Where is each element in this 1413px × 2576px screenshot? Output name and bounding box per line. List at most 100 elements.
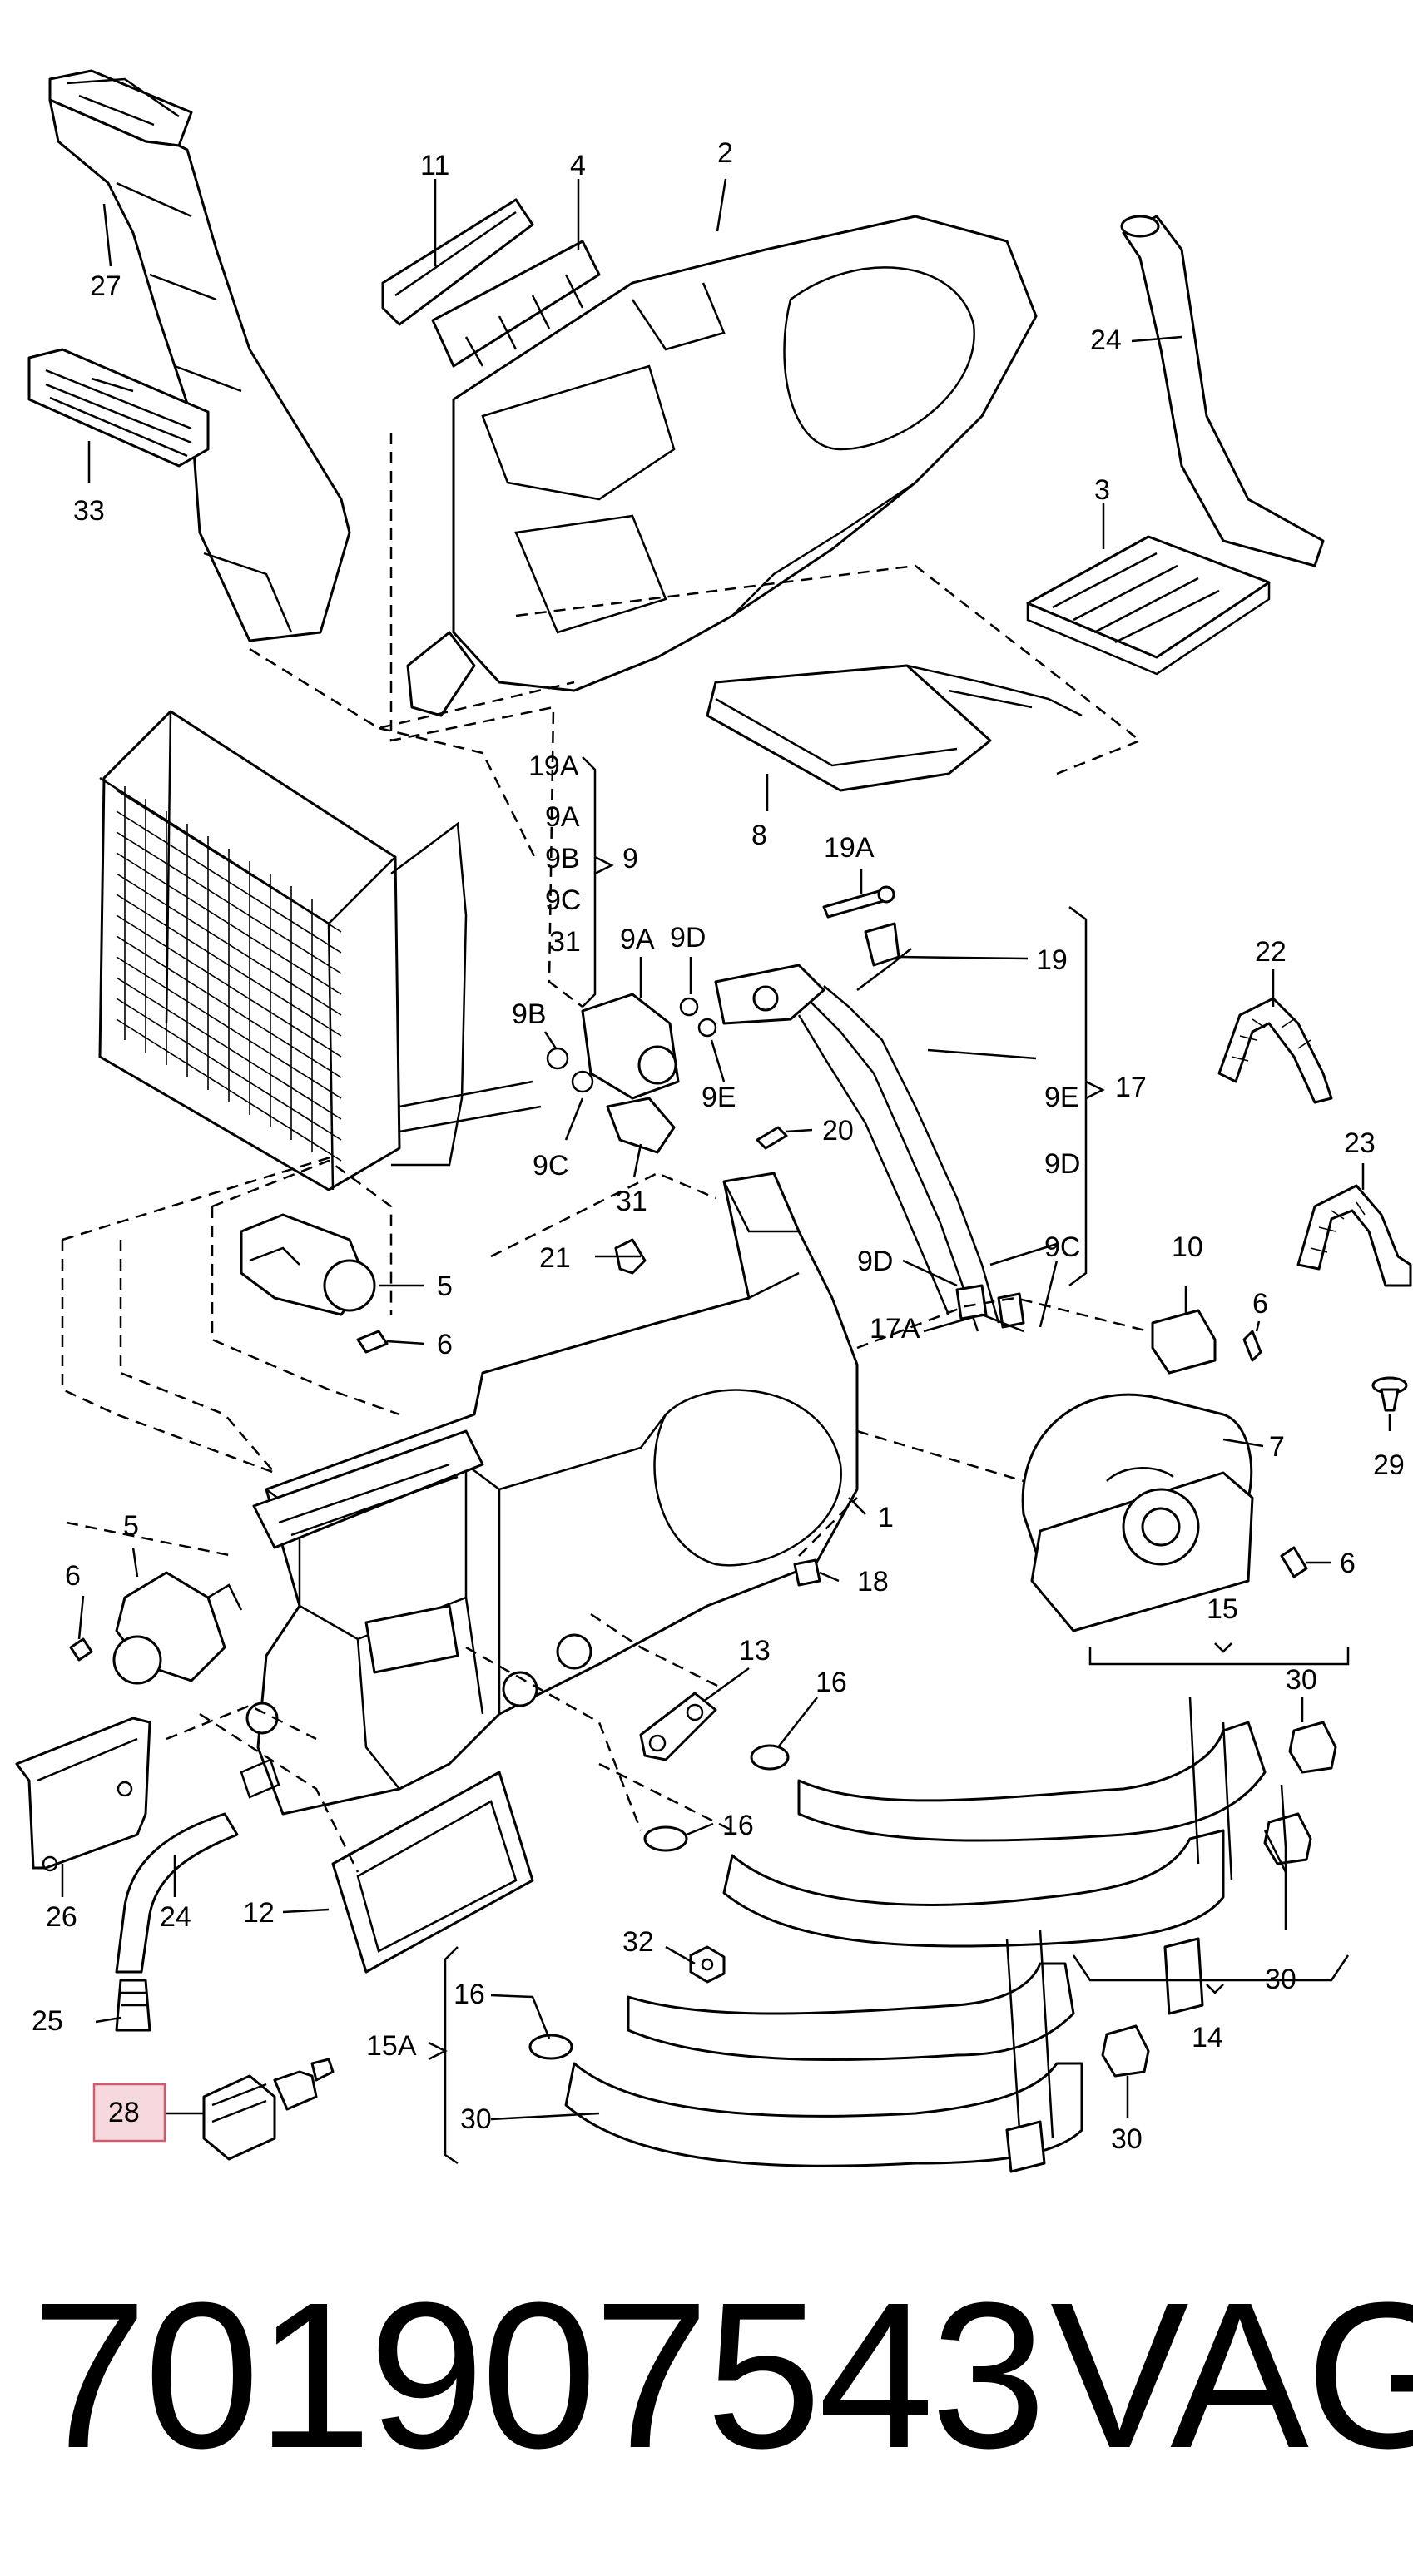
callout-label: 15 xyxy=(1207,1593,1238,1625)
callout-label: 4 xyxy=(570,150,586,181)
callout-label: 5 xyxy=(123,1510,139,1542)
callout-label: 5 xyxy=(437,1271,453,1302)
screw-part xyxy=(356,1330,389,1354)
temperature-sensor-part xyxy=(202,2058,335,2161)
callout-label: 19 xyxy=(1036,944,1068,976)
callout-label: 22 xyxy=(1255,936,1287,968)
air-filter-part xyxy=(331,1771,534,1974)
hose-clamp-part xyxy=(643,1825,688,1852)
hose-clamp-part xyxy=(750,1744,790,1771)
clip-part xyxy=(793,1558,821,1587)
callout-label: 18 xyxy=(857,1566,889,1598)
actuator-motor-part xyxy=(240,1213,376,1316)
callout-label: 29 xyxy=(1373,1449,1405,1481)
callout-label: 25 xyxy=(32,2005,63,2037)
callout-label: 19A xyxy=(824,832,875,864)
callout-label: 19A xyxy=(528,751,579,782)
filter-frame-part xyxy=(381,198,534,326)
callout-label: 32 xyxy=(622,1926,654,1958)
upper-housing-part xyxy=(406,215,1038,717)
screw-part xyxy=(69,1637,93,1662)
expansion-valve-part xyxy=(546,993,717,1154)
cabin-filter-part xyxy=(1026,535,1271,676)
callout-label: 9B xyxy=(512,998,547,1030)
callout-label: 30 xyxy=(460,2103,492,2135)
filter-insert-part xyxy=(431,240,601,368)
cap-part xyxy=(1288,1721,1337,1774)
blower-motor-part xyxy=(1021,1393,1254,1632)
drain-tube-part xyxy=(115,1758,280,1974)
callout-label: 9D xyxy=(857,1246,893,1277)
bracket-part xyxy=(639,1692,717,1761)
cover-plate-part xyxy=(15,1717,151,1872)
callout-label: 26 xyxy=(46,1901,77,1933)
vent-grille-part xyxy=(27,348,210,468)
clamp-strap-part xyxy=(1296,1184,1412,1287)
callout-label: 16 xyxy=(454,1979,485,2010)
part-number: 701907543 xyxy=(32,2259,1046,2491)
callout-label: 9C xyxy=(1044,1231,1080,1263)
callout-label: 9B xyxy=(545,843,580,874)
callout-label: 16 xyxy=(722,1810,754,1841)
callout-label: 10 xyxy=(1172,1231,1203,1263)
callout-label: 2 xyxy=(717,137,733,169)
callout-label: 28 xyxy=(108,2097,140,2128)
cable-tie-part xyxy=(1217,997,1333,1104)
highlight-box xyxy=(92,2083,166,2143)
heater-hose-part xyxy=(564,1930,1083,2173)
callout-label: 13 xyxy=(739,1635,771,1667)
hose-clamp-part xyxy=(528,2034,573,2060)
bolt-part xyxy=(822,885,895,919)
cap-part xyxy=(1263,1812,1312,1865)
nut-part xyxy=(689,1945,726,1984)
heater-housing-part xyxy=(245,1172,859,1816)
callout-label: 9C xyxy=(545,884,581,916)
callout-label: 9E xyxy=(1044,1082,1079,1113)
screw-part xyxy=(1280,1546,1308,1578)
callout-label: 9A xyxy=(545,801,580,833)
callout-label: 11 xyxy=(420,150,449,181)
callout-label: 9A xyxy=(620,924,655,955)
callout-label: 30 xyxy=(1265,1964,1296,1995)
callout-label: 9D xyxy=(670,922,706,954)
callout-label: 21 xyxy=(539,1242,571,1274)
callout-label: 3 xyxy=(1094,474,1110,506)
dashed-assembly-outlines xyxy=(61,433,1149,1873)
callout-label: 33 xyxy=(73,495,105,527)
screw-part xyxy=(1242,1330,1262,1362)
grommet-part xyxy=(115,1979,151,2032)
callout-label: 6 xyxy=(437,1329,453,1360)
heater-hose-part xyxy=(722,1697,1267,2015)
callout-label: 12 xyxy=(243,1897,275,1929)
drain-tube-part xyxy=(1120,215,1325,567)
callout-label: 30 xyxy=(1111,2123,1143,2155)
callout-label: 8 xyxy=(751,820,767,851)
heater-core-part xyxy=(515,564,1143,792)
callout-label: 24 xyxy=(1090,324,1122,356)
callout-label: 16 xyxy=(816,1667,847,1698)
callout-label: 17A xyxy=(870,1313,920,1345)
callout-label: 1 xyxy=(878,1502,894,1533)
resistor-part xyxy=(1151,1309,1217,1375)
callout-label: 30 xyxy=(1286,1664,1317,1696)
callout-label: 6 xyxy=(65,1560,81,1592)
callout-label: 9C xyxy=(533,1150,568,1181)
leader-lines xyxy=(61,178,1391,2121)
callout-label: 31 xyxy=(549,926,581,958)
callout-label: 9 xyxy=(622,843,638,874)
callout-label: 9D xyxy=(1044,1148,1080,1180)
cap-part xyxy=(1101,2024,1150,2078)
callout-label: 9E xyxy=(702,1082,736,1113)
callout-label: 31 xyxy=(616,1186,647,1217)
callout-label: 6 xyxy=(1340,1548,1356,1579)
actuator-motor-part xyxy=(112,1571,243,1685)
callout-label: 20 xyxy=(822,1115,854,1147)
callout-label: 15A xyxy=(366,2030,417,2062)
callout-label: 14 xyxy=(1192,2022,1223,2053)
screw-part xyxy=(756,1126,788,1150)
air-duct-part xyxy=(48,69,351,642)
callout-label: 23 xyxy=(1344,1127,1376,1159)
evaporator-part xyxy=(98,710,542,1191)
grouping-brackets xyxy=(428,756,1350,2165)
callout-label: 17 xyxy=(1115,1072,1147,1103)
